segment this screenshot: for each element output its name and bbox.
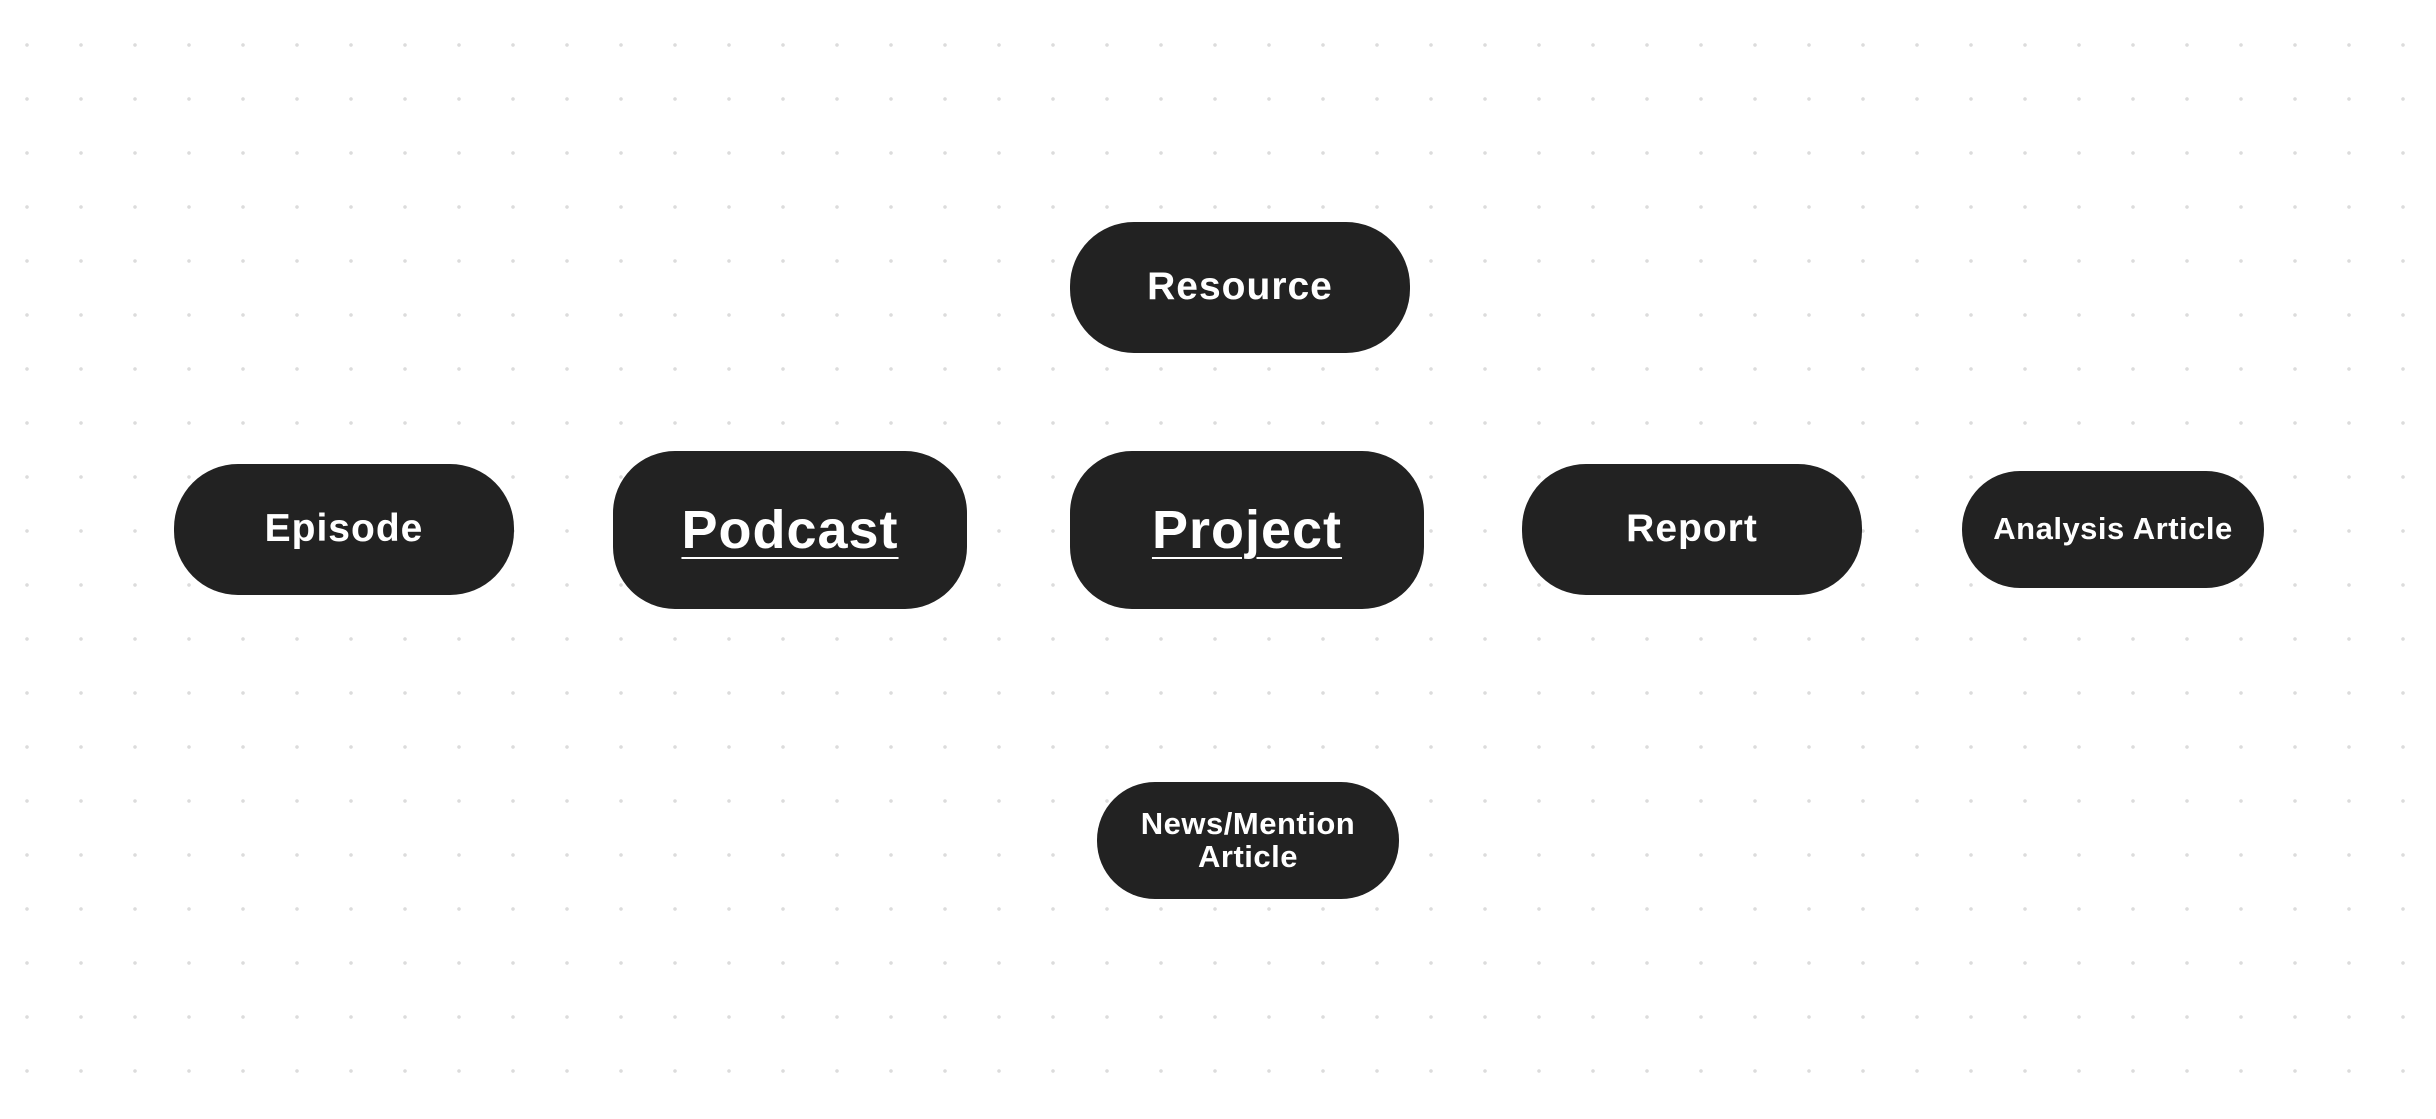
node-analysis-article-label: Analysis Article <box>1993 511 2233 547</box>
node-podcast-label: Podcast <box>681 499 899 560</box>
node-analysis-article[interactable]: Analysis Article <box>1962 471 2264 588</box>
node-news-mention-article-label: News/Mention Article <box>1140 805 1356 874</box>
node-news-mention-article-label-line2: Article <box>1198 838 1298 874</box>
node-resource-label: Resource <box>1147 265 1333 309</box>
node-project-label: Project <box>1151 499 1343 560</box>
node-news-mention-article-label-line1: News/Mention <box>1140 805 1356 841</box>
node-report[interactable]: Report <box>1522 464 1862 595</box>
node-resource[interactable]: Resource <box>1070 222 1410 353</box>
node-episode[interactable]: Episode <box>174 464 514 595</box>
node-report-label: Report <box>1626 507 1758 551</box>
node-project[interactable]: Project <box>1070 451 1424 609</box>
node-podcast[interactable]: Podcast <box>613 451 967 609</box>
node-news-mention-article[interactable]: News/Mention Article <box>1097 782 1399 899</box>
node-episode-label: Episode <box>264 507 424 551</box>
